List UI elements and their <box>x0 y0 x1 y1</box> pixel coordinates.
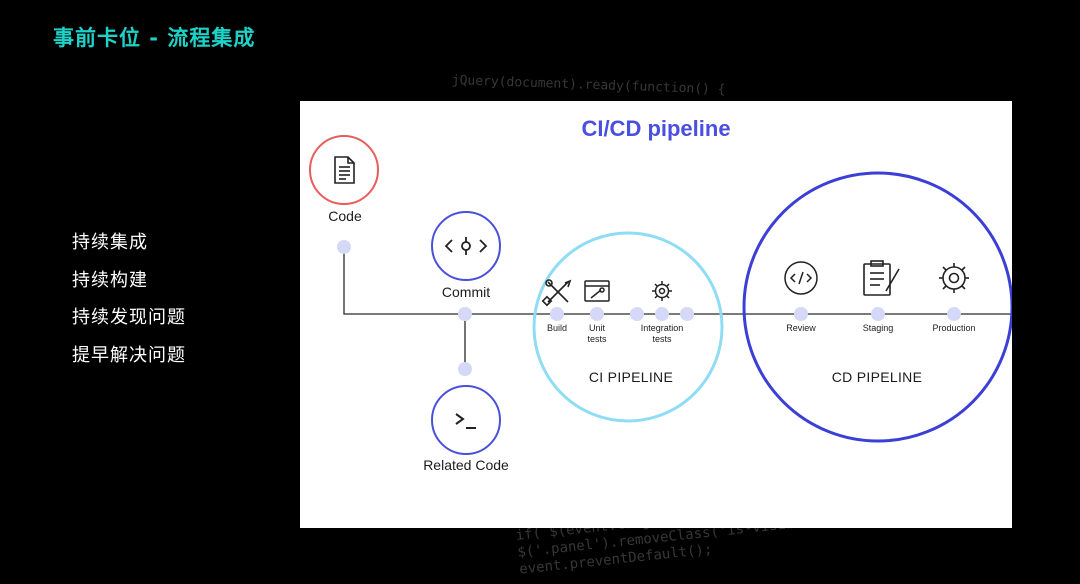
cicd-diagram: CI/CD pipeline Code Commit Related Code … <box>300 101 1012 528</box>
background-code-top: jQuery(document).ready(function() { <box>451 73 726 98</box>
production-gear-icon <box>939 263 969 293</box>
unit-tests-icon <box>584 280 610 302</box>
cd-pipeline-label: CD PIPELINE <box>831 369 923 385</box>
diagram-title: CI/CD pipeline <box>581 116 731 141</box>
bullet-item: 持续发现问题 <box>72 307 186 328</box>
staging-dot <box>871 307 885 321</box>
build-tools-icon <box>541 279 572 307</box>
pipeline-dots <box>337 240 961 376</box>
document-icon <box>334 156 355 184</box>
ci-pipeline-label: CI PIPELINE <box>588 369 674 385</box>
code-label: Code <box>328 208 362 224</box>
cd-pipeline-ring <box>742 171 1012 443</box>
production-label: Production <box>932 323 976 333</box>
commit-dot <box>458 307 472 321</box>
review-dot <box>794 307 808 321</box>
code-node-ring <box>309 135 379 205</box>
production-dot <box>947 307 961 321</box>
review-code-icon <box>784 261 818 295</box>
unit-tests-label: Unit tests <box>587 323 606 345</box>
build-dot <box>550 307 564 321</box>
related-code-dot <box>458 362 472 376</box>
integration-dot-2 <box>655 307 669 321</box>
diagram-graphics <box>309 135 1012 455</box>
commit-icon <box>444 237 488 255</box>
slide-title: 事前卡位 - 流程集成 <box>53 26 256 50</box>
review-label: Review <box>786 323 816 333</box>
integration-gear-icon <box>652 281 672 301</box>
ci-pipeline-ring <box>532 231 724 423</box>
bullet-list: 持续集成 持续构建 持续发现问题 提早解决问题 <box>72 228 186 378</box>
staging-checklist-icon <box>863 260 900 296</box>
commit-label: Commit <box>441 284 491 300</box>
bullet-item: 持续集成 <box>72 232 148 253</box>
code-dot <box>337 240 351 254</box>
bullet-item: 提早解决问题 <box>72 344 186 366</box>
commit-node-ring <box>431 211 501 281</box>
staging-label: Staging <box>862 323 894 333</box>
build-label: Build <box>546 323 568 333</box>
related-code-node-ring <box>431 385 501 455</box>
unit-tests-label-line: tests <box>587 334 607 344</box>
unit-tests-dot <box>590 307 604 321</box>
unit-tests-label-line: Unit <box>588 323 606 333</box>
related-code-label: Related Code <box>423 457 509 473</box>
integration-tests-label-line: Integration <box>640 323 684 333</box>
terminal-icon <box>455 413 476 429</box>
integration-dot-3 <box>680 307 694 321</box>
integration-tests-label: Integration tests <box>641 323 684 345</box>
bullet-item: 持续构建 <box>72 269 148 291</box>
integration-dot-1 <box>630 307 644 321</box>
integration-tests-label-line: tests <box>652 334 672 344</box>
